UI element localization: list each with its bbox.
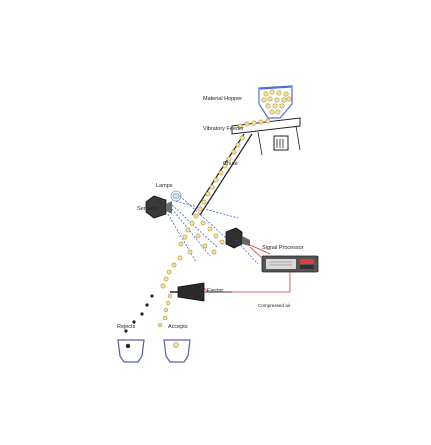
particle — [160, 283, 166, 289]
particle — [197, 206, 203, 212]
particle — [219, 239, 225, 245]
particle — [218, 170, 224, 176]
particle — [163, 307, 169, 313]
particle — [167, 293, 173, 299]
accepts-bin — [163, 339, 191, 363]
material-hopper — [258, 85, 293, 119]
particle — [213, 233, 219, 239]
lamp — [170, 190, 182, 202]
particle — [213, 177, 219, 183]
vibratory-feeder — [231, 117, 301, 156]
particle — [281, 97, 287, 103]
particle — [209, 184, 215, 190]
particle — [231, 149, 237, 155]
particle — [165, 300, 171, 306]
particle — [140, 312, 144, 316]
rejects-bin — [117, 339, 145, 363]
particle — [239, 135, 245, 141]
particle — [211, 249, 217, 255]
particle-stream — [160, 118, 271, 289]
particle — [267, 96, 273, 102]
particle — [263, 91, 269, 97]
particle — [222, 163, 228, 169]
particle — [235, 142, 241, 148]
sensors-label: Sensors — [137, 206, 158, 212]
particle — [269, 89, 275, 95]
particle — [162, 315, 168, 321]
split-particles — [124, 293, 173, 333]
particle — [200, 220, 206, 226]
particle — [193, 213, 199, 219]
material-hopper-label: Material Hopper — [203, 96, 243, 102]
particle — [261, 97, 267, 103]
signal-wires — [203, 243, 291, 293]
particle — [185, 227, 191, 233]
particle — [177, 255, 183, 261]
accepts-label: Accepts — [168, 324, 188, 330]
particle — [272, 103, 278, 109]
vibratory-feeder-label: Vibratory Feeder — [203, 126, 244, 132]
sensor-rays — [167, 195, 259, 265]
chute-label: Chute — [223, 161, 238, 167]
particle — [124, 329, 128, 333]
particle — [244, 121, 250, 127]
particle — [226, 156, 232, 162]
particle — [265, 103, 271, 109]
particle — [201, 199, 207, 205]
particle — [150, 294, 154, 298]
particle — [251, 120, 257, 126]
particle — [189, 220, 195, 226]
particle — [237, 123, 243, 129]
particle — [202, 243, 208, 249]
ejector — [170, 282, 232, 302]
particle — [195, 233, 201, 239]
particle — [171, 262, 177, 268]
sensor-camera-2 — [225, 227, 250, 249]
particle — [145, 303, 149, 307]
sensor-camera — [145, 195, 172, 219]
particle — [205, 191, 211, 197]
particle — [265, 118, 271, 124]
rejects-label: Rejects — [117, 324, 136, 330]
particle — [276, 90, 282, 96]
particle — [187, 249, 193, 255]
particle — [275, 109, 281, 115]
particle — [269, 109, 275, 115]
particle — [258, 119, 264, 125]
particle — [286, 96, 292, 102]
signal-processor — [261, 255, 319, 273]
ejector-label: Ejector — [207, 288, 224, 294]
particle — [279, 103, 285, 109]
chute — [191, 133, 253, 216]
particle — [163, 276, 169, 282]
particle — [178, 241, 184, 247]
particle — [182, 234, 188, 240]
signal-processor-label: Signal Processor — [262, 245, 304, 251]
particle — [132, 320, 136, 324]
particle — [166, 269, 172, 275]
compressed-air-label: Compressed air — [258, 303, 291, 308]
particle — [283, 91, 289, 97]
particle — [207, 226, 213, 232]
particle — [157, 322, 163, 328]
lamps-label: Lamps — [156, 183, 173, 189]
particle — [274, 97, 280, 103]
